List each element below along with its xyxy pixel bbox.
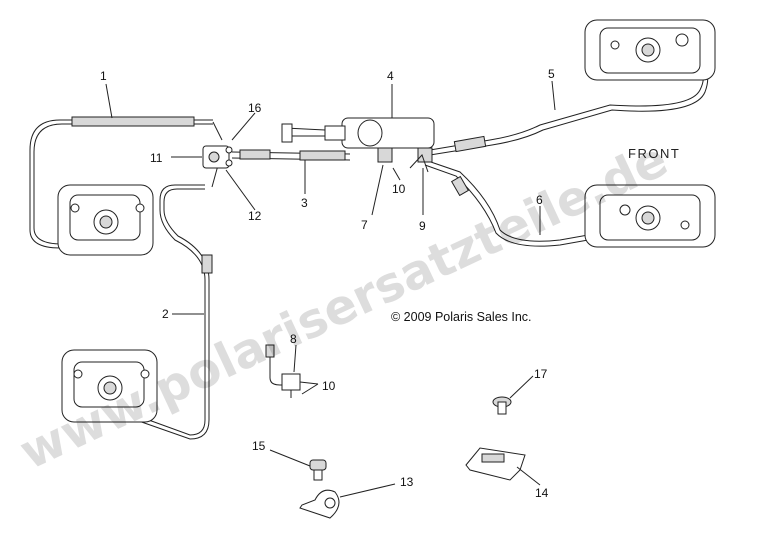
sensor-part-8 <box>265 344 301 398</box>
master-cylinder <box>281 117 435 173</box>
front-label: FRONT <box>628 146 680 161</box>
callout-13: 13 <box>400 475 414 489</box>
bolt-part-15 <box>309 459 327 481</box>
callout-1: 1 <box>100 69 107 83</box>
callout-9: 9 <box>419 219 426 233</box>
brake-line-1 <box>29 116 223 249</box>
callouts: 1 2 3 4 5 6 7 8 9 10 10 11 12 13 14 15 1… <box>100 67 555 500</box>
brake-line-3 <box>231 149 351 161</box>
callout-16: 16 <box>248 101 262 115</box>
callout-10-lower: 10 <box>322 379 336 393</box>
callout-10-upper: 10 <box>392 182 406 196</box>
caliper-left-rear <box>57 184 154 256</box>
callout-17: 17 <box>534 367 548 381</box>
callout-6: 6 <box>536 193 543 207</box>
callout-15: 15 <box>252 439 266 453</box>
callout-12: 12 <box>248 209 262 223</box>
caliper-right-lower <box>584 184 716 248</box>
bracket-part-14 <box>465 447 526 481</box>
clamp-part-13 <box>299 489 340 519</box>
screw-part-17 <box>492 396 512 415</box>
callout-11: 11 <box>150 151 163 165</box>
callout-3: 3 <box>301 196 308 210</box>
caliper-left-front <box>61 349 158 423</box>
callout-2: 2 <box>162 307 169 321</box>
callout-8: 8 <box>290 332 297 346</box>
copyright-text: © 2009 Polaris Sales Inc. <box>391 310 532 324</box>
caliper-right-upper <box>584 19 716 81</box>
watermark: www.polarisersatzteile.de <box>11 131 676 481</box>
callout-7: 7 <box>361 218 368 232</box>
brake-line-6 <box>424 159 606 247</box>
callout-5: 5 <box>548 67 555 81</box>
callout-4: 4 <box>387 69 394 83</box>
junction-block <box>202 145 233 169</box>
leader-lines <box>105 80 556 498</box>
callout-14: 14 <box>535 486 549 500</box>
